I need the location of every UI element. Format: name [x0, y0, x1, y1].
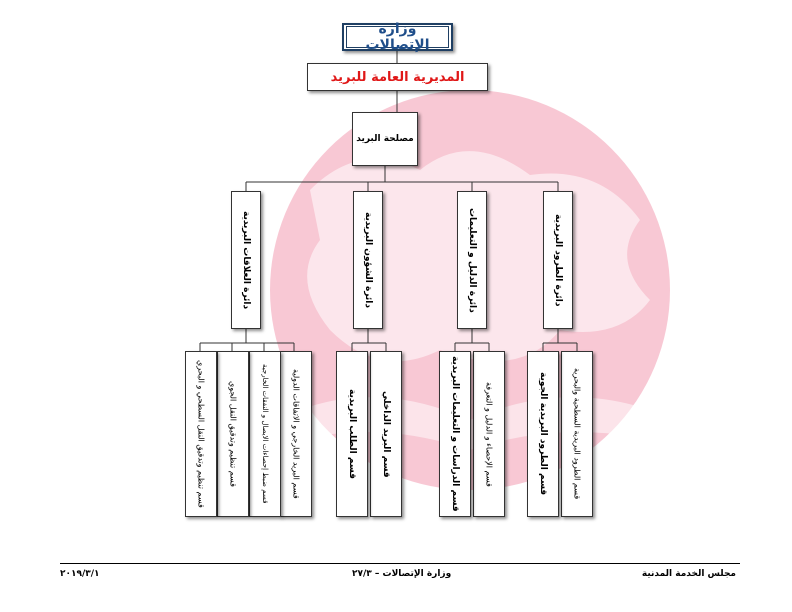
- ministry-box: وزارة الإتصالات: [342, 21, 453, 53]
- section-box: قسم تنظيم وتدقيق النقل الجوي: [217, 351, 249, 517]
- section-label: قسم تنظيم وتدقيق النقل السطحي و البحري: [196, 360, 206, 508]
- section-label: قسم الطرود البريدية الجوية: [538, 372, 548, 496]
- section-box: قسم البريد الخارجي و الاتفاقات الدولية: [280, 351, 312, 517]
- department-guide: دائرة الدليل و التعليمات: [457, 191, 487, 329]
- section-box: قسم الطرود البريدية الجوية: [527, 351, 559, 517]
- office-title: مصلحة البريد: [356, 134, 414, 144]
- department-parcels: دائرة الطرود البريدية: [543, 191, 573, 329]
- office-box: مصلحة البريد: [352, 112, 418, 166]
- section-label: قسم الطلب البريدية: [347, 389, 357, 479]
- department-label: دائرة الشؤون البريدية: [363, 212, 373, 308]
- department-label: دائرة العلاقات البريدية: [241, 210, 251, 310]
- section-box: قسم تنظيم وتدقيق النقل السطحي و البحري: [185, 351, 217, 517]
- section-box: قسم الطرود البريدية السطحية والبحرية: [561, 351, 593, 517]
- footer-council: مجلس الخدمة المدنية: [641, 569, 736, 579]
- directorate-box: المديرية العامة للبريد: [307, 63, 488, 91]
- footer-date: ٢٠١٩/٣/١: [60, 569, 100, 579]
- section-label: قسم تنظيم وتدقيق النقل الجوي: [228, 381, 238, 487]
- section-box: قسم البريد الداخلي: [370, 351, 402, 517]
- section-label: قسم الإحصاء و الدليل و التعرفة: [484, 381, 494, 487]
- footer-page: وزارة الإتصالات – ٢٧/٣: [352, 569, 452, 579]
- section-box: قسم الإحصاء و الدليل و التعرفة: [473, 351, 505, 517]
- footer-rule: [60, 563, 740, 564]
- directorate-title: المديرية العامة للبريد: [330, 69, 465, 85]
- department-label: دائرة الدليل و التعليمات: [467, 207, 477, 313]
- section-label: قسم البريد الداخلي: [381, 390, 391, 478]
- section-label: قسم البريد الخارجي و الاتفاقات الدولية: [291, 369, 301, 499]
- department-label: دائرة الطرود البريدية: [553, 213, 563, 307]
- ministry-title: وزارة الإتصالات: [346, 21, 449, 53]
- department-affairs: دائرة الشؤون البريدية: [353, 191, 383, 329]
- section-label: قسم الدراسات و التعليمات البريدية: [450, 356, 460, 512]
- section-box: قسم الطلب البريدية: [336, 351, 368, 517]
- section-label: قسم ضبط إحصاءات الايصال و النفقات الخارج…: [261, 364, 269, 504]
- section-box: قسم ضبط إحصاءات الايصال و النفقات الخارج…: [249, 351, 281, 517]
- section-label: قسم الطرود البريدية السطحية والبحرية: [572, 368, 582, 500]
- department-relations: دائرة العلاقات البريدية: [231, 191, 261, 329]
- section-box: قسم الدراسات و التعليمات البريدية: [439, 351, 471, 517]
